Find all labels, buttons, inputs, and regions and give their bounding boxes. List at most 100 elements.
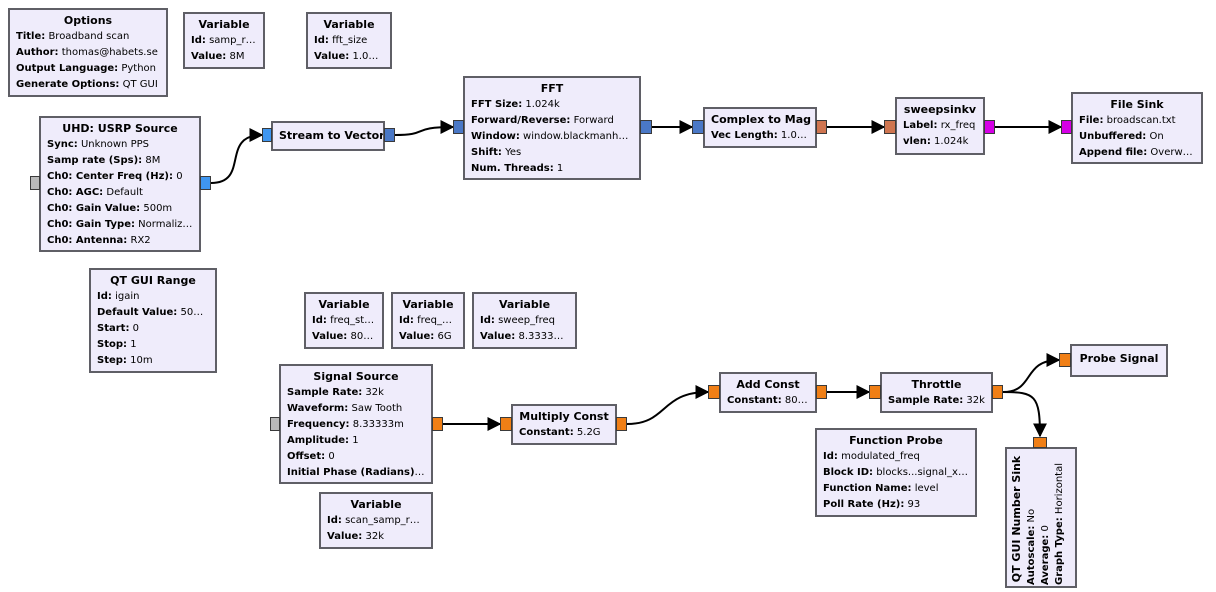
param-key: Id: bbox=[97, 291, 112, 302]
block-title: Variable bbox=[323, 18, 375, 31]
param-key: Waveform: bbox=[287, 403, 349, 414]
param-value: rx_freq bbox=[940, 120, 976, 131]
param-value: Value: 8M bbox=[191, 49, 257, 65]
param-key: Id: bbox=[480, 315, 495, 326]
multiply-const-in-port[interactable] bbox=[500, 417, 512, 431]
probe-signal-block[interactable]: Probe Signal bbox=[1070, 344, 1168, 377]
param-gain-value: Ch0: Gain Value: 500m bbox=[47, 201, 193, 217]
usrp-source-block[interactable]: UHD: USRP Source Sync: Unknown PPS Samp … bbox=[39, 116, 201, 252]
throttle-in-port[interactable] bbox=[869, 385, 881, 399]
param-key: Offset: bbox=[287, 451, 326, 462]
param-sample-rate: Sample Rate: 32k bbox=[287, 385, 425, 401]
connection-multconst-to-addconst[interactable] bbox=[626, 385, 710, 425]
param-value: Value: 6G bbox=[399, 329, 457, 345]
param-key: Step: bbox=[97, 355, 127, 366]
param-step: Step: 10m bbox=[97, 353, 209, 369]
file-sink-block[interactable]: File Sink File: broadscan.txt Unbuffered… bbox=[1071, 92, 1203, 164]
complex-to-mag-in-port[interactable] bbox=[692, 120, 704, 134]
param-value: 1 bbox=[352, 435, 359, 446]
param-key: Ch0: Antenna: bbox=[47, 235, 128, 246]
param-default-value: Default Value: 500m bbox=[97, 305, 209, 321]
qt-number-sink-in-port[interactable] bbox=[1033, 437, 1047, 448]
block-title: sweepsinkv bbox=[903, 103, 977, 116]
signal-source-block[interactable]: Signal Source Sample Rate: 32k Waveform:… bbox=[279, 364, 433, 484]
fft-block[interactable]: FFT FFT Size: 1.024k Forward/Reverse: Fo… bbox=[463, 76, 641, 180]
block-title: File Sink bbox=[1110, 98, 1164, 111]
stream-to-vector-in-port[interactable] bbox=[262, 128, 272, 142]
signal-source-command-port[interactable] bbox=[270, 417, 280, 431]
complex-to-mag-block[interactable]: Complex to Mag Vec Length: 1.024k bbox=[703, 107, 817, 148]
options-block[interactable]: Options Title: Broadband scan Author: th… bbox=[8, 8, 168, 97]
usrp-source-command-port[interactable] bbox=[30, 176, 40, 190]
param-key: Num. Threads: bbox=[471, 163, 554, 174]
variable-samp-rate-block[interactable]: Variable Id: samp_rate Value: 8M bbox=[183, 12, 265, 69]
probe-signal-in-port[interactable] bbox=[1059, 353, 1071, 367]
variable-fft-size-block[interactable]: Variable Id: fft_size Value: 1.024k bbox=[306, 12, 392, 69]
param-key: FFT Size: bbox=[471, 99, 523, 110]
param-center-freq: Ch0: Center Freq (Hz): 0 bbox=[47, 169, 193, 185]
connection-usrp-to-s2v[interactable] bbox=[210, 128, 264, 184]
throttle-out-port[interactable] bbox=[992, 385, 1003, 399]
param-key: Shift: bbox=[471, 147, 502, 158]
param-key: Autoscale: bbox=[1026, 525, 1037, 585]
add-const-out-port[interactable] bbox=[816, 385, 827, 399]
sweepsinkv-block[interactable]: sweepsinkv Label: rx_freq vlen: 1.024k bbox=[895, 97, 985, 155]
param-value: 1 bbox=[130, 339, 137, 350]
param-value: Python bbox=[121, 63, 157, 74]
connection-s2v-to-fft[interactable] bbox=[394, 120, 455, 136]
param-key: Label: bbox=[903, 120, 938, 131]
variable-sweep-freq-block[interactable]: Variable Id: sweep_freq Value: 8.33333m bbox=[472, 292, 577, 349]
param-value: fft_size bbox=[332, 35, 368, 46]
param-value: Value: 1.024k bbox=[314, 49, 384, 65]
param-value: Broadband scan bbox=[48, 31, 130, 42]
block-title: UHD: USRP Source bbox=[62, 122, 178, 135]
param-block-id: Block ID: blocks...signal_x_0 bbox=[823, 465, 969, 481]
param-vlen: vlen: 1.024k bbox=[903, 134, 977, 150]
qt-number-sink-block[interactable]: QT GUI Number Sink Autoscale: No Average… bbox=[1005, 447, 1077, 588]
param-key: Ch0: Gain Type: bbox=[47, 219, 135, 230]
param-value: RX2 bbox=[130, 235, 151, 246]
param-value: 1.024k bbox=[780, 130, 809, 141]
param-initial-phase: Initial Phase (Radians): 0 bbox=[287, 465, 425, 481]
param-value: On bbox=[1149, 131, 1164, 142]
variable-freq-start-block[interactable]: Variable Id: freq_start Value: 800M bbox=[304, 292, 384, 349]
param-value: Yes bbox=[505, 147, 522, 158]
param-key: Function Name: bbox=[823, 483, 912, 494]
qt-gui-range-block[interactable]: QT GUI Range Id: igain Default Value: 50… bbox=[89, 268, 217, 373]
stream-to-vector-block[interactable]: Stream to Vector bbox=[271, 121, 385, 151]
param-sample-rate: Sample Rate: 32k bbox=[888, 393, 985, 409]
param-window: Window: window.blackmanhar... bbox=[471, 129, 633, 145]
connection-throttle-to-numbersink[interactable] bbox=[1002, 391, 1047, 438]
block-title: Stream to Vector bbox=[279, 129, 385, 142]
file-sink-in-port[interactable] bbox=[1061, 120, 1072, 134]
sweepsinkv-in-port[interactable] bbox=[884, 120, 896, 134]
stream-to-vector-out-port[interactable] bbox=[384, 128, 395, 142]
connection-throttle-to-probe[interactable] bbox=[1002, 353, 1061, 393]
param-output-language: Output Language: Python bbox=[16, 61, 160, 77]
multiply-const-block[interactable]: Multiply Const Constant: 5.2G bbox=[511, 404, 617, 445]
param-id: Id: freq_end bbox=[399, 313, 457, 329]
block-title: Variable bbox=[318, 298, 370, 311]
add-const-block[interactable]: Add Const Constant: 800M bbox=[719, 372, 817, 413]
param-value: blocks...signal_x_0 bbox=[876, 467, 969, 478]
function-probe-block[interactable]: Function Probe Id: modulated_freq Block … bbox=[815, 428, 977, 517]
throttle-block[interactable]: Throttle Sample Rate: 32k bbox=[880, 372, 993, 413]
param-key: Value: bbox=[480, 331, 516, 342]
fft-out-port[interactable] bbox=[640, 120, 652, 134]
param-key: vlen: bbox=[903, 136, 931, 147]
signal-source-out-port[interactable] bbox=[432, 417, 443, 431]
fft-in-port[interactable] bbox=[453, 120, 464, 134]
multiply-const-out-port[interactable] bbox=[616, 417, 627, 431]
param-value: sweep_freq bbox=[498, 315, 556, 326]
usrp-source-out-port[interactable] bbox=[200, 176, 211, 190]
param-title: Title: Broadband scan bbox=[16, 29, 160, 45]
param-value: 8.33333m bbox=[518, 331, 569, 342]
variable-scan-samp-rate-block[interactable]: Variable Id: scan_samp_rate Value: 32k bbox=[319, 492, 433, 549]
qt-number-sink-content: QT GUI Number Sink Autoscale: No Average… bbox=[1009, 453, 1067, 585]
add-const-in-port[interactable] bbox=[708, 385, 720, 399]
param-value: 800M bbox=[350, 331, 376, 342]
variable-freq-end-block[interactable]: Variable Id: freq_end Value: 6G bbox=[391, 292, 465, 349]
sweepsinkv-out-port[interactable] bbox=[984, 120, 995, 134]
block-title: Add Const bbox=[736, 378, 800, 391]
complex-to-mag-out-port[interactable] bbox=[816, 120, 827, 134]
